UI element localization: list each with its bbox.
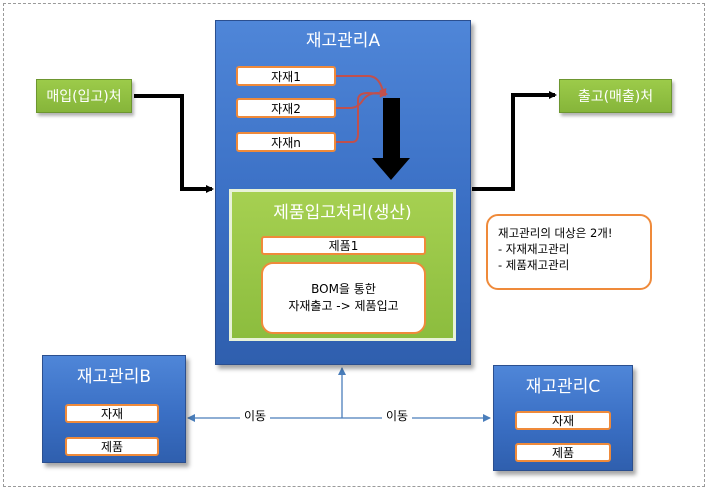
inventory-b-material-label: 자재 bbox=[100, 407, 124, 421]
inventory-c-product-label: 제품 bbox=[551, 446, 575, 460]
inventory-c-title: 재고관리C bbox=[525, 377, 601, 397]
inventory-b-title: 재고관리B bbox=[76, 367, 152, 387]
material-1-label: 자재1 bbox=[271, 69, 301, 84]
note-line-2: - 자재재고관리 bbox=[498, 242, 570, 256]
note-box: 재고관리의 대상은 2개! - 자재재고관리 - 제품재고관리 bbox=[486, 214, 652, 290]
material-2-box: 자재2 bbox=[236, 98, 336, 118]
diagram-frame bbox=[3, 3, 705, 487]
customer-label: 출고(매출)처 bbox=[577, 89, 654, 105]
material-n-box: 자재n bbox=[236, 132, 336, 152]
inventory-b-material-box: 자재 bbox=[65, 404, 159, 423]
bom-line-2: 자재출고 -> 제품입고 bbox=[288, 299, 399, 313]
transfer-left-label: 이동 bbox=[240, 407, 271, 424]
inventory-b-product-label: 제품 bbox=[100, 440, 124, 454]
bom-box: BOM을 통한 자재출고 -> 제품입고 bbox=[261, 262, 426, 334]
bom-line-1: BOM을 통한 bbox=[311, 282, 376, 296]
supplier-arrow bbox=[134, 94, 214, 193]
inventory-c-product-box: 제품 bbox=[515, 443, 611, 462]
product-1-label: 제품1 bbox=[328, 239, 359, 253]
supplier-label: 매입(입고)처 bbox=[46, 89, 122, 105]
supplier-box: 매입(입고)처 bbox=[36, 79, 132, 113]
material-1-box: 자재1 bbox=[236, 66, 336, 86]
transfer-right-label: 이동 bbox=[382, 407, 413, 424]
material-1-arrow bbox=[336, 75, 387, 97]
customer-arrow bbox=[472, 91, 557, 191]
production-title: 제품입고처리(생산) bbox=[273, 203, 412, 223]
product-1-box: 제품1 bbox=[261, 236, 426, 255]
material-n-label: 자재n bbox=[271, 135, 301, 150]
inventory-c-material-box: 자재 bbox=[515, 411, 611, 430]
inventory-a-title: 재고관리A bbox=[305, 31, 381, 51]
material-n-arrow bbox=[336, 89, 388, 143]
note-line-3: - 제품재고관리 bbox=[498, 258, 570, 272]
material-2-label: 자재2 bbox=[271, 101, 301, 116]
inventory-c-material-label: 자재 bbox=[551, 414, 575, 428]
production-down-arrow bbox=[372, 98, 410, 180]
inventory-b-product-box: 제품 bbox=[65, 437, 159, 456]
customer-box: 출고(매출)처 bbox=[559, 79, 672, 113]
note-line-1: 재고관리의 대상은 2개! bbox=[498, 226, 613, 240]
